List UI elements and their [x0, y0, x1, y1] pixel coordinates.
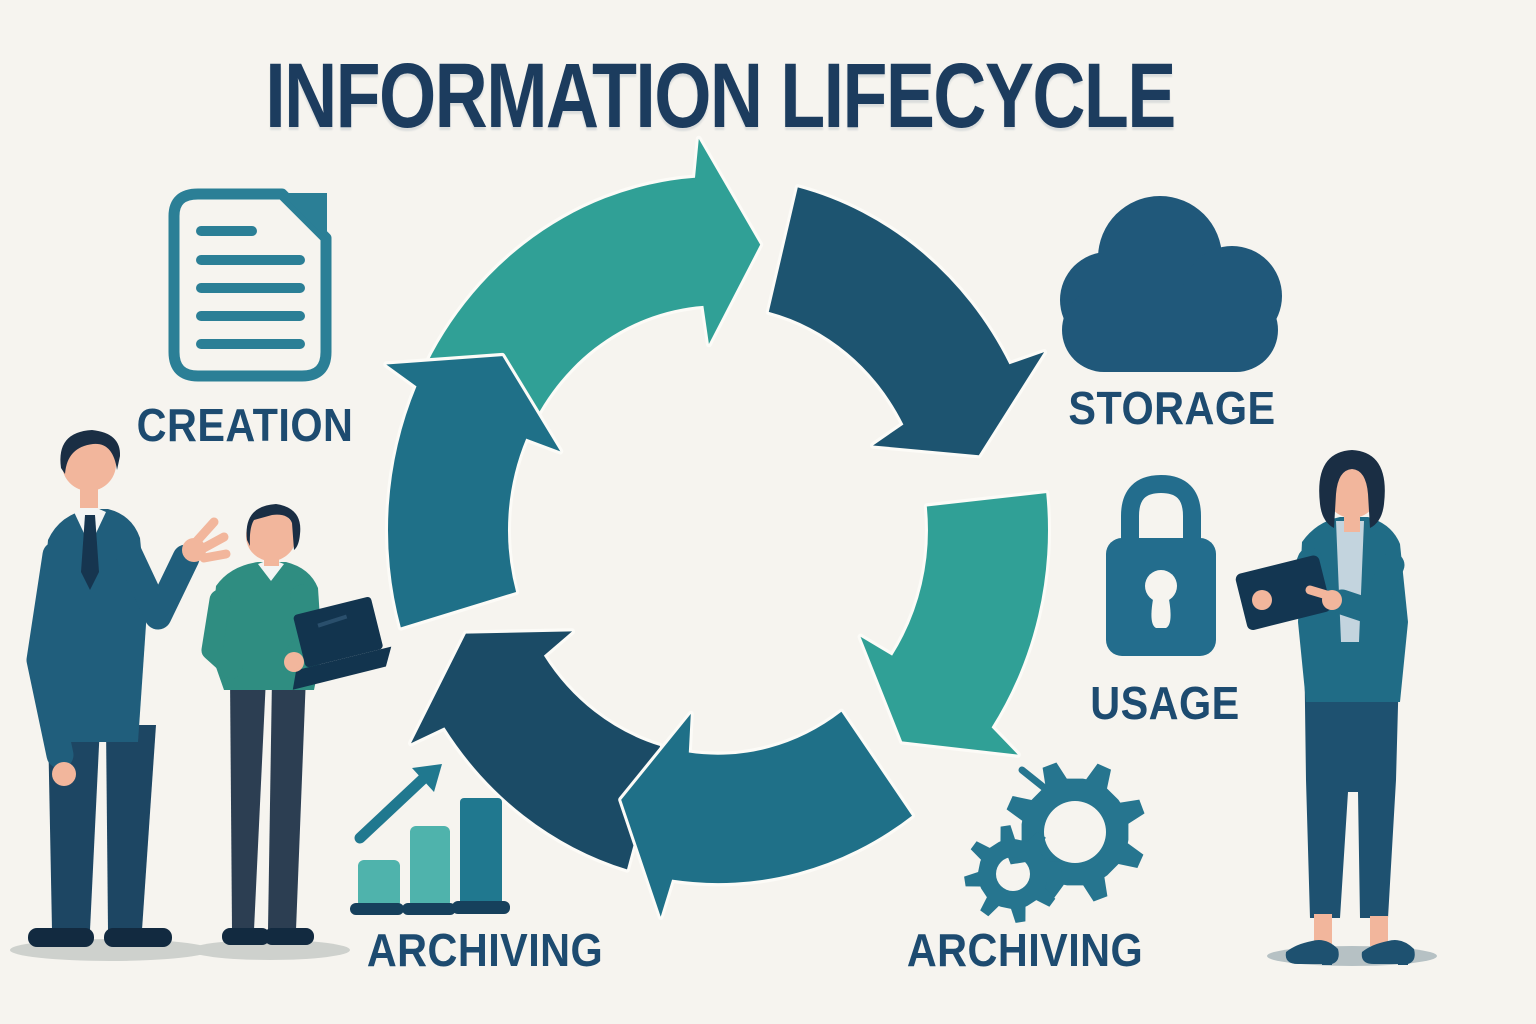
bar-chart-icon	[350, 764, 510, 915]
cycle-arrow-top-right	[765, 184, 1048, 459]
lock-icon	[1106, 474, 1216, 656]
page-title: INFORMATION LIFECYCLE	[265, 45, 1176, 147]
label-archiving-right: ARCHIVING	[906, 924, 1144, 976]
document-lines	[196, 226, 305, 349]
cycle-arrow-right	[857, 489, 1051, 758]
cycle-arrow-bottom-left	[408, 628, 664, 873]
document-icon	[168, 188, 332, 382]
person-tablet-user	[1235, 450, 1437, 966]
label-storage: STORAGE	[1068, 382, 1276, 434]
cycle-arrow-bottom	[618, 708, 915, 921]
person-presenter	[10, 430, 231, 961]
cloud-icon	[1060, 196, 1282, 372]
cycle-arrow-left	[383, 352, 564, 631]
cycle-diagram	[383, 135, 1051, 921]
gear-small	[964, 825, 1062, 923]
label-archiving-left: ARCHIVING	[366, 924, 604, 976]
gears-icon	[964, 762, 1145, 923]
laptop	[292, 596, 392, 690]
gesturing-hand	[191, 517, 231, 563]
label-usage: USAGE	[1090, 677, 1240, 729]
label-creation: CREATION	[136, 399, 354, 451]
gear-large	[1005, 762, 1145, 902]
tablet	[1235, 555, 1331, 630]
person-laptop-user	[190, 504, 392, 960]
